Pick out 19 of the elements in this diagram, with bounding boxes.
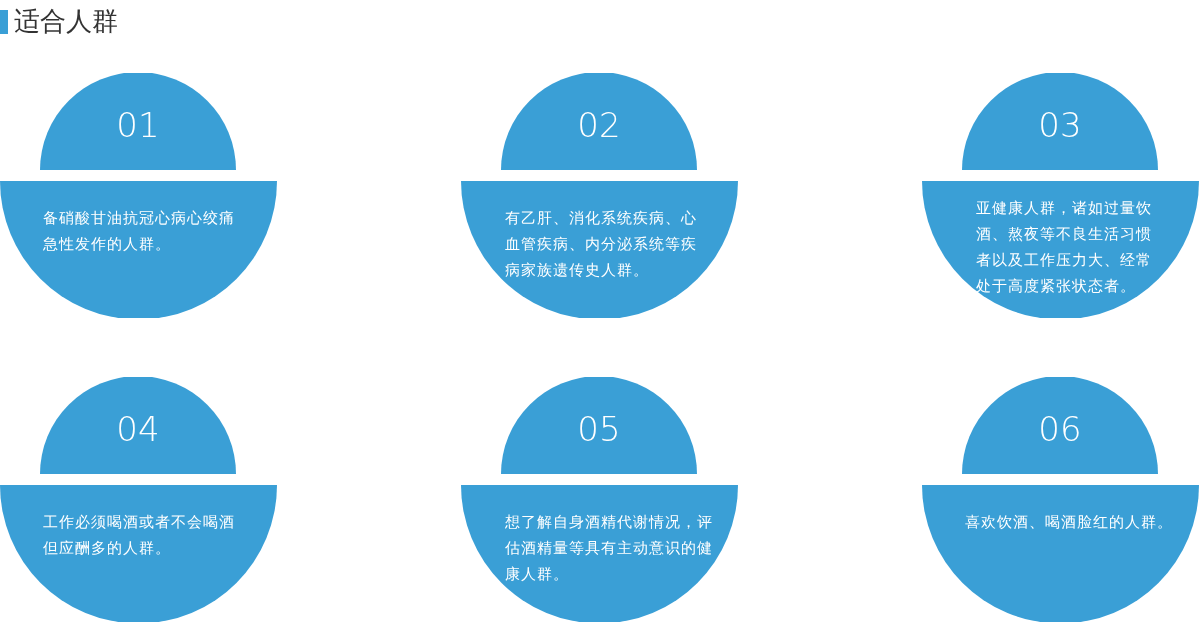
semicircle-card (922, 73, 1199, 318)
description-text: 工作必须喝酒或者不会喝酒但应酬多的人群。 (43, 512, 236, 559)
step-number: 04 (115, 408, 161, 451)
heading: 适合人群 (14, 5, 118, 38)
description-text: 喜欢饮酒、喝酒脸红的人群。 (965, 512, 1174, 533)
semicircle-card (461, 377, 738, 622)
step-number: 01 (115, 104, 161, 147)
description-text: 想了解自身酒精代谢情况，评估酒精量等具有主动意识的健康人群。 (505, 512, 714, 585)
semicircle-card (0, 377, 277, 622)
description-text: 亚健康人群，诸如过量饮酒、熬夜等不良生活习惯者以及工作压力大、经常处于高度紧张状态者。 (976, 198, 1153, 297)
semicircle-card (922, 377, 1199, 622)
step-number: 06 (1037, 408, 1083, 451)
semicircle-card (461, 73, 738, 318)
step-number: 02 (576, 104, 622, 147)
semicircle-card (0, 73, 277, 318)
description-text: 备硝酸甘油抗冠心病心绞痛急性发作的人群。 (43, 208, 236, 255)
step-number: 03 (1037, 104, 1083, 147)
step-number: 05 (576, 408, 622, 451)
description-text: 有乙肝、消化系统疾病、心血管疾病、内分泌系统等疾病家族遗传史人群。 (505, 208, 698, 281)
